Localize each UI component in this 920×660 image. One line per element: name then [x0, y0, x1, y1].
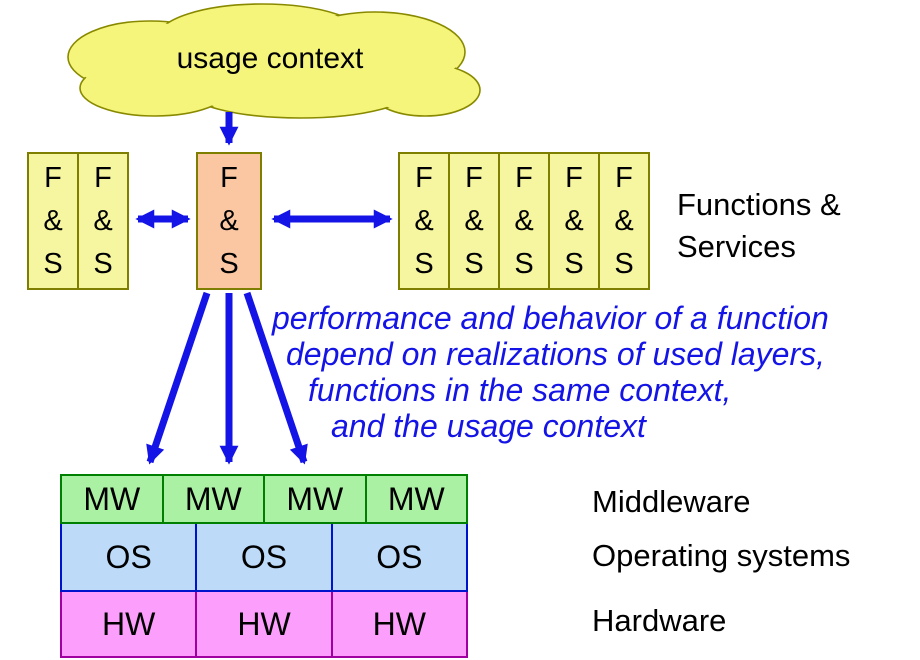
fs-box: F & S [598, 154, 648, 288]
usage-context-label: usage context [176, 42, 364, 75]
annotation-line: depend on realizations of used layers, [286, 336, 826, 372]
fs-line: & [464, 204, 484, 237]
mw-box: MW [161, 476, 264, 522]
functions-services-label-line2: Services [677, 229, 796, 264]
fs-line: & [614, 204, 634, 237]
fs-box: F & S [29, 154, 77, 288]
fs-line: S [414, 247, 434, 280]
arrow-fs-to-mw1 [146, 291, 211, 465]
os-box: OS [330, 524, 466, 590]
hw-box: HW [102, 605, 156, 642]
fs-box-highlighted: F & S [196, 152, 262, 290]
fs-line: F [44, 161, 62, 194]
os-box: OS [105, 538, 152, 575]
fs-line: S [514, 247, 534, 280]
fs-line: S [93, 247, 113, 280]
middleware-label: Middleware [592, 484, 751, 519]
fs-box: F & S [77, 154, 127, 288]
fs-line: F [220, 161, 238, 194]
fs-line: S [43, 247, 63, 280]
hw-box: HW [195, 592, 330, 656]
fs-line: F [415, 161, 433, 194]
annotation-line: functions in the same context, [308, 372, 732, 408]
fs-line: S [564, 247, 584, 280]
fs-group-right: F & S F & S F & S F & S F & S [398, 152, 650, 290]
annotation-line: and the usage context [331, 408, 646, 444]
functions-services-label: Functions & Services [677, 184, 897, 268]
fs-line: S [464, 247, 484, 280]
fs-box: F & S [548, 154, 598, 288]
fs-group-left: F & S F & S [27, 152, 129, 290]
fs-line: F [515, 161, 533, 194]
fs-line: & [93, 204, 113, 237]
hardware-label: Hardware [592, 603, 727, 638]
mw-box: MW [83, 480, 141, 517]
functions-services-label-line1: Functions & [677, 187, 841, 222]
fs-line: & [219, 204, 239, 237]
os-box: OS [195, 524, 330, 590]
fs-line: & [514, 204, 534, 237]
hw-box: HW [330, 592, 466, 656]
fs-line: F [565, 161, 583, 194]
fs-line: S [614, 247, 634, 280]
fs-line: & [414, 204, 434, 237]
operating-systems-label: Operating systems [592, 538, 851, 573]
fs-line: & [564, 204, 584, 237]
hardware-row: HW HW HW [60, 590, 468, 658]
operating-systems-row: OS OS OS [60, 522, 468, 592]
middleware-row: MW MW MW MW [60, 474, 468, 524]
fs-box: F & S [498, 154, 548, 288]
mw-box: MW [364, 476, 467, 522]
fs-line: F [94, 161, 112, 194]
fs-box: F & S [448, 154, 498, 288]
fs-box: F & S [400, 154, 448, 288]
fs-line: F [465, 161, 483, 194]
annotation-line: performance and behavior of a function [272, 300, 829, 336]
fs-line: & [43, 204, 63, 237]
fs-line: F [615, 161, 633, 194]
mw-box: MW [263, 476, 365, 522]
fs-line: S [219, 247, 239, 280]
